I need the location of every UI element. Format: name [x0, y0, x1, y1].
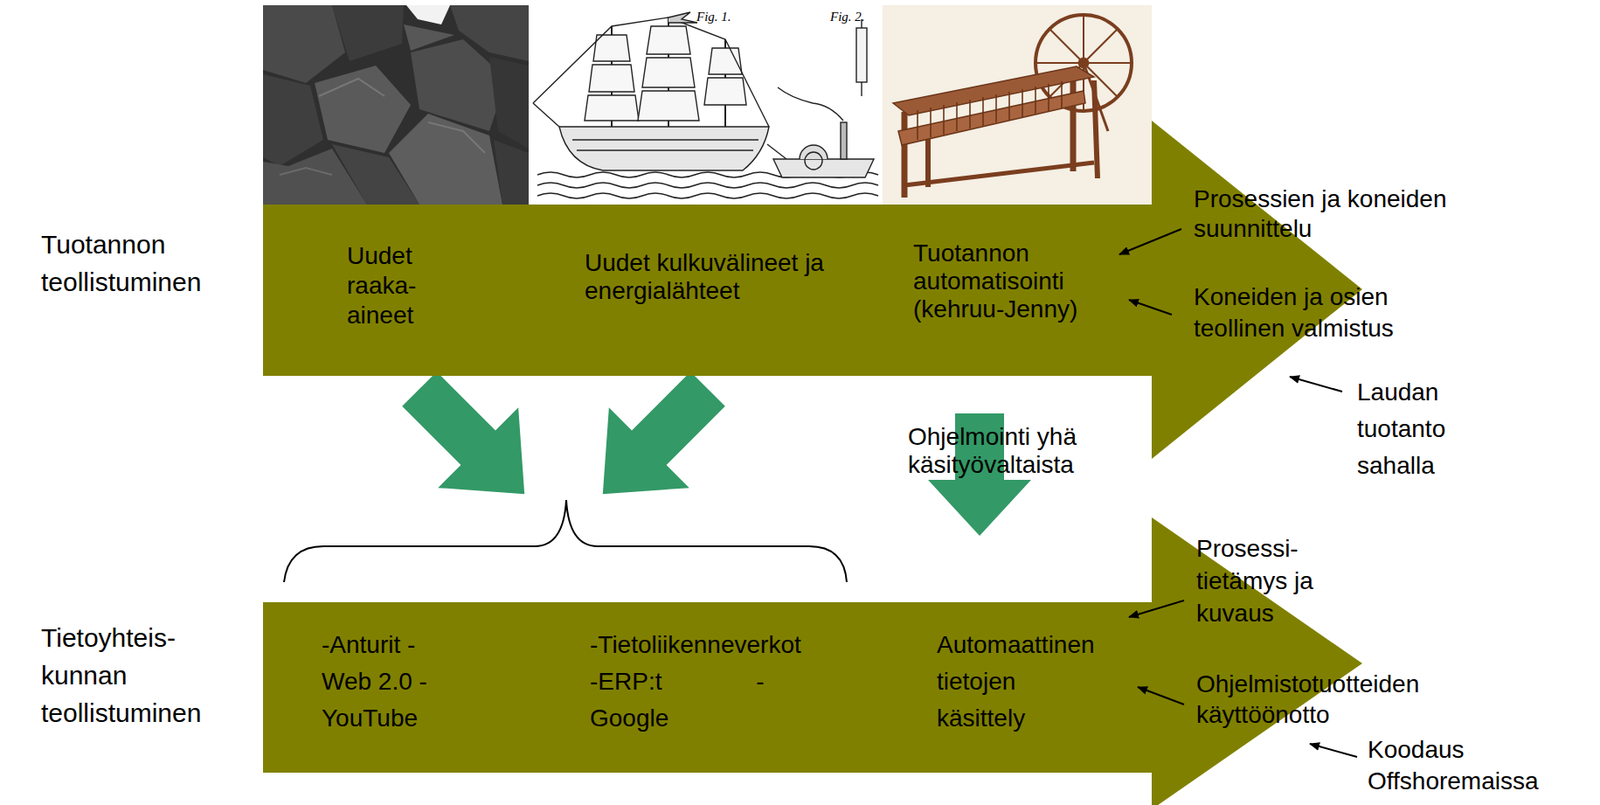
ship-picture [646, 26, 691, 55]
spinning-jenny-picture [917, 81, 1062, 140]
coal-picture [314, 65, 411, 153]
ship-picture [708, 48, 742, 75]
coal-picture [263, 5, 529, 205]
arrow-text: Uudet kulkuvälineet ja energialähteet [584, 249, 839, 305]
ship-picture [533, 17, 769, 127]
brace [283, 499, 847, 582]
figure-number: Fig. 1. [696, 8, 776, 25]
row-label: Tuotannon teollistuminen [41, 225, 260, 301]
coal-picture [406, 5, 451, 25]
ship-picture [559, 126, 769, 171]
spinning-jenny-picture [1047, 83, 1050, 111]
ship-picture [533, 103, 560, 127]
arrow-text: Tuotannon automatisointi (kehruu-Jenny) [913, 239, 1132, 324]
leader-line [1129, 299, 1172, 315]
ship-picture [584, 95, 639, 121]
ship-picture [537, 193, 879, 199]
leader-line [1309, 743, 1358, 757]
spinning-jenny-picture [1070, 75, 1077, 172]
ship-picture [767, 144, 787, 160]
coal-picture [318, 78, 385, 97]
transfer-arrow [379, 348, 565, 534]
spinning-jenny-picture [929, 107, 932, 138]
ship-picture [668, 12, 698, 23]
ship-picture [588, 64, 635, 92]
note-label: Prosessi- tietämys ja kuvaus [1196, 532, 1345, 630]
transfer-arrow [562, 348, 749, 534]
ship-picture [856, 27, 867, 83]
arrow-shape [263, 517, 1363, 805]
spinning-jenny-picture [995, 94, 998, 123]
spinning-jenny-picture [1008, 91, 1011, 120]
ship-picture [642, 57, 695, 88]
row-label: Tietoyhteis- kunnan teollistuminen [41, 618, 247, 732]
coal-picture [428, 122, 485, 153]
leader-line [1119, 228, 1182, 255]
arrow-text: Uudet raaka- aineet [346, 241, 452, 331]
note-label: Laudan tuotanto sahalla [1357, 374, 1502, 485]
spinning-jenny-picture [882, 5, 1152, 205]
note-label: Ohjelmistotuotteiden käyttöönotto [1196, 668, 1452, 730]
spinning-jenny-picture [904, 162, 1095, 186]
coal-picture [263, 74, 324, 167]
ship-picture [860, 82, 862, 97]
spinning-jenny-picture [1021, 89, 1024, 118]
ship-picture [537, 182, 879, 188]
spinning-jenny-picture [942, 104, 945, 135]
coal-picture [388, 113, 503, 205]
ship-picture [637, 90, 700, 121]
leader-line [1289, 376, 1343, 392]
ship-picture [704, 77, 747, 105]
spinning-jenny-picture [882, 5, 1152, 205]
arrow-text: -Anturit -Web 2.0 -YouTube [321, 626, 444, 737]
arrow-text: Automaattinen tietojen käsittely [936, 626, 1143, 737]
spinning-jenny-picture [1034, 86, 1037, 114]
leader-line [1129, 600, 1185, 617]
arrow-text: -Tietoliikenneverkot -ERP:t -Google [589, 626, 839, 737]
ship-picture [530, 5, 883, 205]
note-label: Koodaus Offshoremaissa [1367, 734, 1578, 797]
arrow-label: Ohjelmointi yhä käsityövaltaista [907, 422, 1102, 479]
coal-picture [279, 167, 333, 175]
ship-picture [773, 159, 874, 178]
ship-picture [840, 122, 847, 160]
spinning-jenny-picture [982, 96, 984, 126]
figure-number: Fig. 2. [830, 8, 883, 25]
spinning-jenny-picture [916, 110, 919, 140]
coal-picture [332, 5, 404, 62]
ship-picture [530, 5, 883, 205]
coal-picture [493, 139, 529, 205]
spinning-jenny-picture [1060, 81, 1063, 109]
ship-picture [572, 138, 759, 140]
spinning-jenny-picture [955, 102, 958, 132]
coal-picture [263, 5, 346, 84]
spinning-jenny-picture [969, 99, 971, 129]
ship-picture [777, 87, 844, 121]
note-label: Koneiden ja osien teollinen valmistus [1193, 281, 1426, 345]
note-label: Prosessien ja koneiden suunnittelu [1193, 184, 1483, 244]
ship-picture [804, 152, 823, 170]
leader-line [1137, 686, 1185, 705]
spinning-jenny-picture [898, 90, 1086, 146]
ship-picture [576, 149, 754, 151]
coal-picture [489, 56, 529, 149]
coal-picture [263, 5, 529, 205]
